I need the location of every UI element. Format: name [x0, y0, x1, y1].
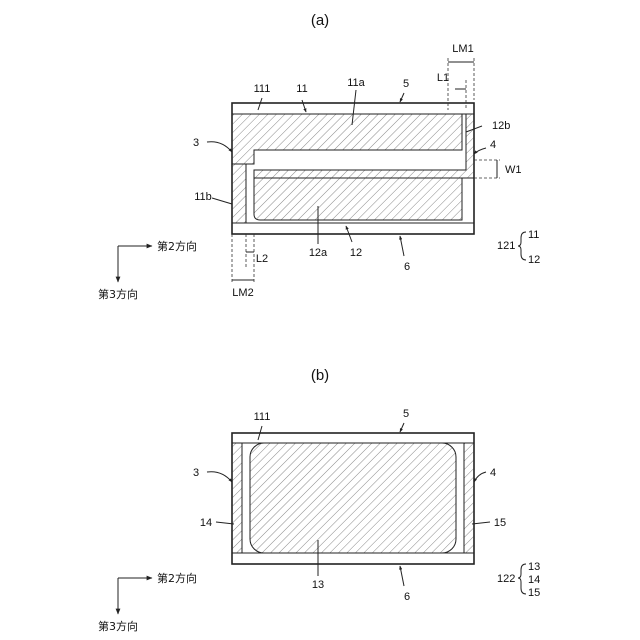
panel-b-label: (b) — [311, 367, 329, 384]
inner-electrode-12-main — [254, 178, 462, 220]
group-122-item-0: 13 — [528, 561, 540, 573]
ref-b-111: 111 — [254, 411, 271, 423]
leader-111 — [258, 98, 262, 110]
ref-12a: 12a — [309, 247, 328, 259]
ref-5: 5 — [403, 78, 409, 90]
electrode-13 — [250, 443, 456, 553]
leader-b-3 — [207, 472, 232, 482]
leader-b-4 — [474, 472, 486, 482]
ref-11a: 11a — [347, 77, 365, 89]
ref-LM2: LM2 — [232, 287, 253, 299]
ref-4: 4 — [490, 139, 496, 151]
ref-b-3: 3 — [193, 467, 199, 479]
ref-b-15: 15 — [494, 517, 506, 529]
group-122-item-1: 14 — [528, 574, 540, 586]
leader-4 — [474, 148, 486, 154]
ref-W1: W1 — [505, 164, 522, 176]
leader-6 — [400, 236, 404, 256]
ref-12b: 12b — [492, 120, 510, 132]
axis-b-dir3-label: 第3方向 — [98, 619, 138, 633]
leader-b-5 — [400, 423, 404, 432]
ref-6: 6 — [404, 261, 410, 273]
panel-b: (b) 111 5 3 4 14 15 13 6 122 13 14 15 — [98, 367, 540, 633]
group-121-item-1: 12 — [528, 254, 540, 266]
axis-dir3-label: 第3方向 — [98, 287, 138, 301]
ref-b-6: 6 — [404, 591, 410, 603]
group-121-item-0: 11 — [528, 229, 539, 241]
leader-5 — [400, 93, 404, 102]
group-121-label: 121 — [497, 240, 515, 252]
leader-11b — [212, 198, 232, 204]
ref-b-14: 14 — [200, 517, 212, 529]
ref-111: 111 — [254, 83, 271, 95]
group-121-brace — [518, 232, 526, 260]
leader-11 — [302, 100, 306, 112]
group-122-item-2: 15 — [528, 587, 540, 599]
ref-11: 11 — [296, 83, 307, 95]
panel-a-label: (a) — [311, 12, 329, 29]
panel-a: (a) — [98, 12, 540, 301]
leader-3 — [207, 142, 232, 152]
group-122-brace — [518, 564, 526, 594]
ref-b-5: 5 — [403, 408, 409, 420]
ref-b-4: 4 — [490, 467, 496, 479]
ref-3: 3 — [193, 137, 199, 149]
inner-electrode-11-top — [232, 114, 462, 164]
ref-L1: L1 — [437, 72, 449, 84]
ref-b-13: 13 — [312, 579, 324, 591]
ref-L2: L2 — [256, 253, 268, 265]
inner-electrode-11-lead — [232, 164, 246, 223]
group-122-label: 122 — [497, 573, 515, 585]
ref-12: 12 — [350, 247, 362, 259]
axis-b-dir2-label: 第2方向 — [157, 571, 197, 585]
electrode-14 — [232, 443, 242, 553]
ref-LM1: LM1 — [452, 43, 473, 55]
leader-b-6 — [400, 566, 404, 586]
axis-dir2-label: 第2方向 — [157, 239, 197, 253]
electrode-15 — [464, 443, 474, 553]
ref-11b: 11b — [194, 191, 212, 203]
